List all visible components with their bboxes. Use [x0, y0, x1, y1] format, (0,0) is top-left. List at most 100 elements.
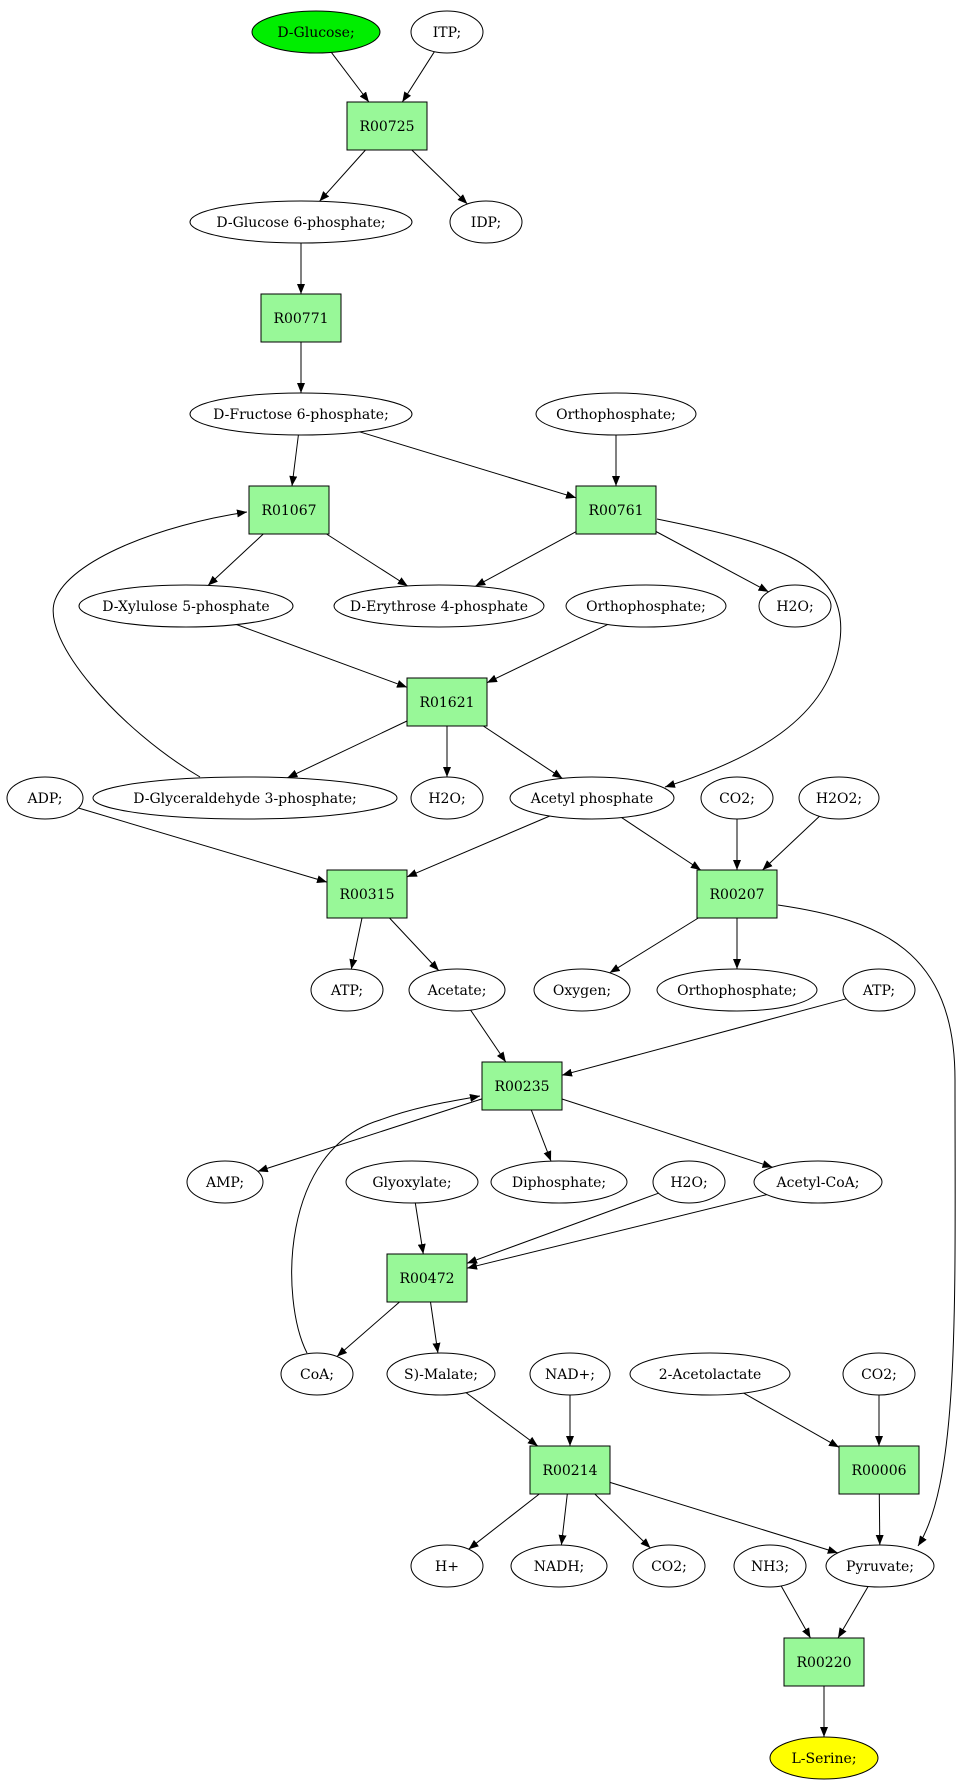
compound-ellipse [408, 968, 506, 1012]
node-label: NAD+; [545, 1367, 595, 1383]
compound-node-acetylcoa[interactable]: Acetyl-CoA; [753, 1160, 883, 1204]
compound-ellipse [656, 968, 818, 1012]
reaction-node-r01621[interactable]: R01621 [406, 677, 488, 727]
compound-node-orthophos3[interactable]: Orthophosphate; [656, 968, 818, 1012]
compound-ellipse [449, 200, 523, 244]
edge-atp2-to-r00235 [561, 998, 847, 1077]
compound-node-h2o2[interactable]: H2O; [410, 776, 484, 820]
compound-ellipse [186, 1160, 264, 1204]
compound-node-hplus[interactable]: H+ [410, 1544, 484, 1588]
edge-r00761-to-h2o1 [655, 531, 769, 593]
compound-node-x5p[interactable]: D-Xylulose 5-phosphate [78, 584, 294, 628]
node-label: H2O; [428, 791, 465, 807]
compound-node-g3p[interactable]: D-Glyceraldehyde 3-phosphate; [92, 776, 398, 820]
reaction-box [838, 1445, 920, 1495]
compound-ellipse [753, 1160, 883, 1204]
node-label: R00214 [542, 1463, 597, 1479]
compound-ellipse [251, 10, 381, 54]
compound-node-adp[interactable]: ADP; [6, 776, 84, 820]
compound-node-nh3[interactable]: NH3; [733, 1544, 807, 1588]
compound-node-pyruvate[interactable]: Pyruvate; [825, 1544, 935, 1588]
compound-node-orthophos2[interactable]: Orthophosphate; [565, 584, 727, 628]
compound-ellipse [769, 1736, 879, 1780]
edge-itp-to-r00725 [401, 51, 435, 103]
node-label: R00006 [851, 1463, 906, 1479]
compound-node-acetylp[interactable]: Acetyl phosphate [509, 776, 675, 820]
node-label: Orthophosphate; [677, 983, 797, 999]
compound-node-diphosphate[interactable]: Diphosphate; [490, 1160, 628, 1204]
compound-node-oxygen[interactable]: Oxygen; [533, 968, 631, 1012]
node-label: R00771 [273, 311, 328, 327]
reaction-node-r01067[interactable]: R01067 [248, 485, 330, 535]
node-label: CO2; [861, 1367, 897, 1383]
compound-node-amp[interactable]: AMP; [186, 1160, 264, 1204]
node-label: ITP; [433, 25, 462, 41]
edge-r01067-to-x5p [207, 533, 264, 586]
compound-node-coa[interactable]: CoA; [280, 1352, 354, 1396]
node-label: D-Fructose 6-phosphate; [213, 407, 389, 423]
compound-node-co2a[interactable]: CO2; [700, 776, 774, 820]
compound-node-atp1[interactable]: ATP; [310, 968, 384, 1012]
compound-ellipse [565, 584, 727, 628]
node-label: D-Glucose 6-phosphate; [216, 215, 385, 231]
reaction-node-r00235[interactable]: R00235 [481, 1061, 563, 1111]
reaction-box [386, 1253, 468, 1303]
edge-r01067-to-e4p [326, 533, 408, 587]
compound-node-h2o2x[interactable]: H2O2; [798, 776, 880, 820]
edge-r00472-to-coa [336, 1301, 400, 1357]
node-label: Acetyl-CoA; [776, 1175, 860, 1191]
compound-node-nadh[interactable]: NADH; [510, 1544, 608, 1588]
reaction-box [481, 1061, 563, 1111]
compound-node-acetate[interactable]: Acetate; [408, 968, 506, 1012]
edge-orthophos2-to-r01621 [486, 623, 609, 684]
compound-node-smalate[interactable]: S)-Malate; [386, 1352, 496, 1396]
compound-node-atp2[interactable]: ATP; [842, 968, 916, 1012]
edge-r00207-to-oxygen [609, 917, 699, 974]
reaction-node-r00315[interactable]: R00315 [326, 869, 408, 919]
node-label: Diphosphate; [512, 1175, 606, 1191]
edge-r00235-to-amp [257, 1098, 483, 1173]
compound-node-serine[interactable]: L-Serine; [769, 1736, 879, 1780]
reaction-node-r00761[interactable]: R00761 [575, 485, 657, 535]
compound-node-co2b[interactable]: CO2; [842, 1352, 916, 1396]
reaction-node-r00725[interactable]: R00725 [346, 101, 428, 151]
reaction-node-r00207[interactable]: R00207 [696, 869, 778, 919]
node-label: D-Xylulose 5-phosphate [102, 599, 269, 615]
reaction-node-r00220[interactable]: R00220 [783, 1637, 865, 1687]
edge-coa-to-r00235 [291, 1094, 481, 1354]
compound-ellipse [333, 584, 545, 628]
compound-node-h2o1[interactable]: H2O; [758, 584, 832, 628]
compound-ellipse [345, 1160, 479, 1204]
edge-g3p-to-r01067 [52, 509, 248, 778]
edge-nh3-to-r00220 [780, 1585, 811, 1639]
node-label: Orthophosphate; [556, 407, 676, 423]
compound-node-co2c[interactable]: CO2; [632, 1544, 706, 1588]
compound-node-acetolactate[interactable]: 2-Acetolactate [629, 1352, 791, 1396]
reaction-node-r00214[interactable]: R00214 [529, 1445, 611, 1495]
compound-ellipse [509, 776, 675, 820]
compound-node-e4p[interactable]: D-Erythrose 4-phosphate [333, 584, 545, 628]
node-label: S)-Malate; [404, 1367, 478, 1383]
compound-node-glucose[interactable]: D-Glucose; [251, 10, 381, 54]
compound-node-orthophos1[interactable]: Orthophosphate; [535, 392, 697, 436]
edge-r00472-to-smalate [430, 1301, 441, 1354]
edge-acetate-to-r00235 [470, 1009, 507, 1063]
edge-smalate-to-r00214 [465, 1392, 539, 1447]
compound-node-g6p[interactable]: D-Glucose 6-phosphate; [189, 200, 413, 244]
compound-node-itp[interactable]: ITP; [410, 10, 484, 54]
node-label: R00725 [359, 119, 414, 135]
node-label: IDP; [471, 215, 501, 231]
edge-r00214-to-co2c [594, 1493, 651, 1549]
node-label: CoA; [300, 1367, 334, 1383]
compound-node-idp[interactable]: IDP; [449, 200, 523, 244]
edge-glucose-to-r00725 [331, 52, 370, 103]
edge-r00761-to-acetylp [656, 518, 842, 788]
edge-f6p-to-r01067 [289, 434, 299, 487]
compound-node-glyoxylate[interactable]: Glyoxylate; [345, 1160, 479, 1204]
compound-node-f6p[interactable]: D-Fructose 6-phosphate; [189, 392, 413, 436]
reaction-node-r00771[interactable]: R00771 [260, 293, 342, 343]
reaction-node-r00006[interactable]: R00006 [838, 1445, 920, 1495]
reaction-node-r00472[interactable]: R00472 [386, 1253, 468, 1303]
compound-node-nad[interactable]: NAD+; [529, 1352, 611, 1396]
compound-node-h2o3[interactable]: H2O; [652, 1160, 726, 1204]
